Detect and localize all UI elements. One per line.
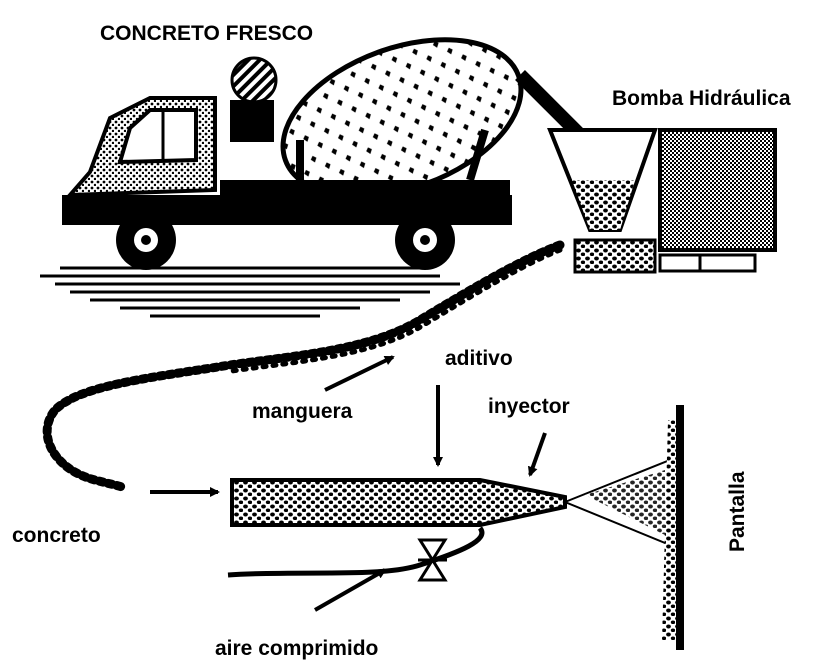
ground-shadow (40, 266, 460, 318)
air-arrow (314, 568, 387, 612)
front-wheel (116, 210, 176, 270)
mixer-truck (62, 37, 600, 270)
engine-block (230, 100, 274, 142)
arrows (150, 355, 547, 612)
rear-wheel (395, 210, 455, 270)
cab-window (117, 108, 198, 165)
screen-wall (662, 405, 684, 650)
hose-arrow (324, 355, 395, 392)
pump-cylinder (658, 253, 757, 273)
striped-wheel-icon (230, 56, 278, 104)
concrete-label: concreto (12, 524, 101, 547)
mixer-drum (280, 37, 524, 199)
injector-label: inyector (488, 395, 570, 418)
pump-base (573, 238, 657, 274)
nozzle-tube (230, 478, 567, 527)
pump-label: Bomba Hidráulica (612, 87, 791, 110)
nozzle (230, 458, 671, 547)
pump-box (658, 128, 777, 252)
compressed-air-label: aire comprimido (215, 637, 378, 660)
screen-label: Pantalla (726, 471, 749, 552)
injector-arrow (527, 432, 547, 477)
additive-label: aditivo (445, 347, 513, 370)
air-line (227, 526, 485, 582)
title-label: CONCRETO FRESCO (100, 22, 313, 45)
hose-label: manguera (252, 400, 353, 423)
hydraulic-pump (547, 128, 777, 274)
concrete-hose (42, 240, 565, 493)
